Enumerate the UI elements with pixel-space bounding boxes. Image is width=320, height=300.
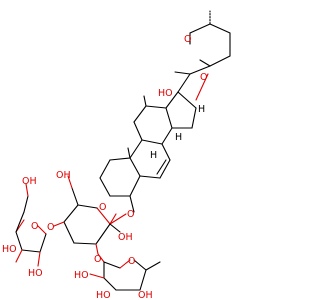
h-c14-label: H [175,132,182,143]
glucose-ring [53,175,121,255]
spiro-furan-o-label: O [200,72,207,83]
h-c16-label: H [198,104,205,115]
rhamnose-ring [89,253,161,291]
oh-c2-label: OH [118,232,133,243]
spiro-pyran-ring [189,10,231,67]
spiro-ring-o-label: O [184,34,191,45]
arabinose-ring [15,183,47,267]
o-c3-link-label: O [94,254,101,265]
glycosidic-bond [109,213,127,225]
arabinose-ring-o-label: O [31,221,38,232]
oh-arab-lower-label: HO [28,268,43,279]
oh-rha-bottom-left-label: HO [96,290,111,300]
ho-c17-label: HO [158,88,173,99]
oh-rha-bottom-right-label: OH [138,290,153,300]
steroid-ring-a [99,147,141,213]
spiro-furan-ring [174,65,211,109]
oh-rha-left-label: HO [74,270,89,281]
h-c9-label: H [150,150,157,161]
glycoside-o-label: O [127,209,134,220]
o-c4-link-label: O [47,222,54,233]
glucose-ring-o-label: O [99,202,106,213]
steroid-ring-d [165,91,197,129]
molecule-structure-diagram: O O HO H H H O O OH OH O O O OH HO HO O … [2,10,231,300]
ch2oh-arab-label: OH [22,176,37,187]
steroid-ring-c [133,95,173,145]
rhamnose-ring-o-label: O [128,256,135,267]
steroid-ring-b [129,139,171,179]
oh-arab-upper-label: HO [2,244,17,255]
ch2oh-top-label: OH [56,170,71,181]
